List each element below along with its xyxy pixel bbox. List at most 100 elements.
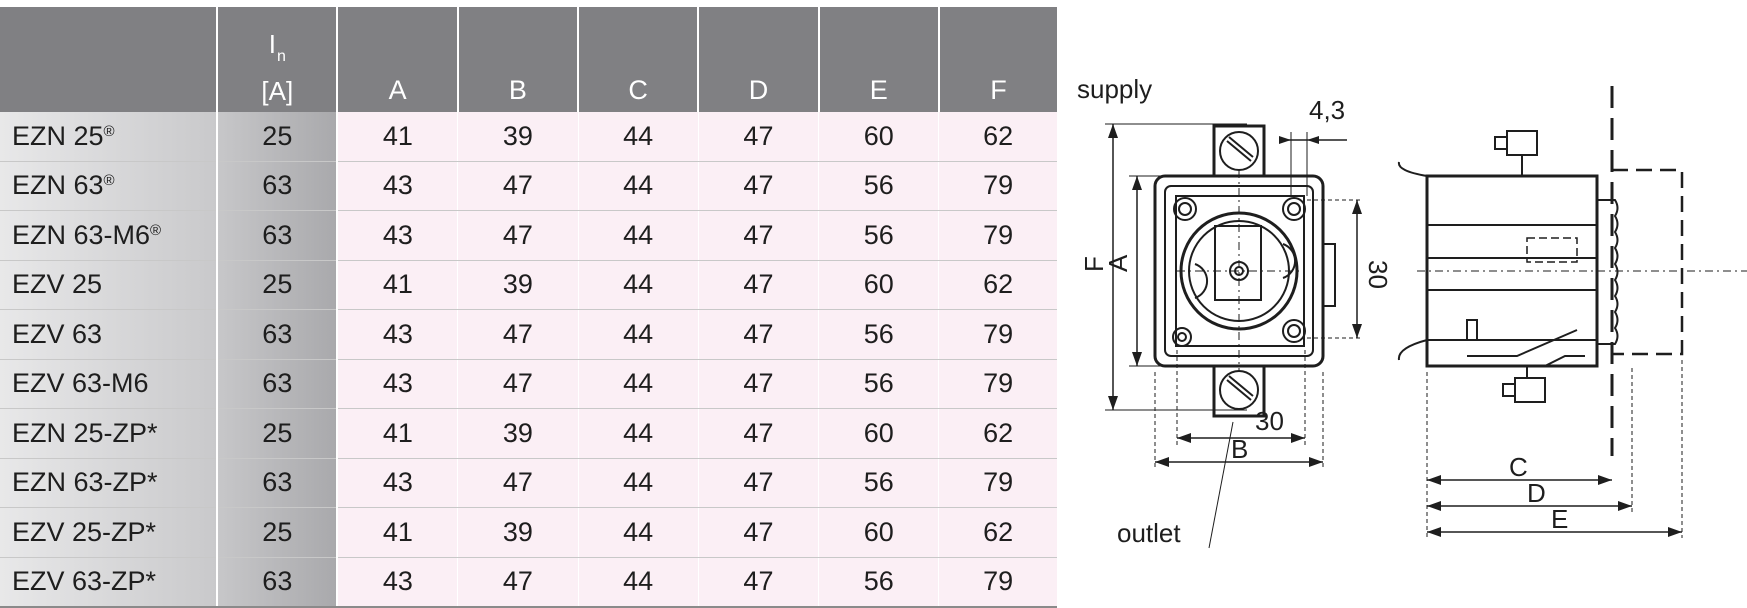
header-col-e: E (817, 7, 939, 112)
dimension-e-cell: 56 (818, 359, 939, 409)
dimension-d-cell: 47 (697, 260, 819, 310)
dimension-c-cell: 44 (577, 309, 699, 360)
dimension-e-cell: 56 (818, 458, 939, 508)
header-current-subscript: n (276, 48, 286, 65)
product-name: EZV 63 (12, 318, 103, 349)
header-blank-cell (0, 7, 218, 112)
rated-current-cell: 63 (216, 359, 339, 409)
product-name-cell: EZN 25® (0, 112, 218, 162)
product-name: EZN 63-ZP* (12, 467, 158, 498)
outlet-label: outlet (1117, 518, 1181, 548)
dimension-a-cell: 43 (337, 210, 458, 261)
rated-current-cell: 25 (216, 112, 339, 162)
dimension-f-cell: 62 (938, 408, 1057, 459)
supply-label: supply (1077, 74, 1152, 104)
product-name-cell: EZN 63® (0, 161, 218, 211)
dimension-c-cell: 44 (577, 359, 699, 409)
dimension-b-cell: 47 (457, 309, 579, 360)
dimension-a-cell: 43 (337, 458, 458, 508)
dimension-b-cell: 39 (457, 260, 579, 310)
side-view-drawing (1397, 86, 1747, 540)
header-col-f: F (937, 7, 1057, 112)
dimension-d-cell: 47 (697, 458, 819, 508)
vertical-30-label: 30 (1363, 260, 1393, 289)
dimension-a-cell: 41 (337, 507, 458, 558)
product-name: EZN 25-ZP* (12, 417, 158, 448)
dimension-c-label: C (1509, 452, 1528, 482)
dimension-d-cell: 47 (697, 112, 819, 162)
hole-dimension-label: 4,3 (1309, 95, 1345, 125)
front-view-drawing (1105, 123, 1363, 549)
dimension-f-label: F (1079, 256, 1109, 272)
dimension-e-label: E (1551, 504, 1568, 534)
dimension-d-cell: 47 (697, 210, 819, 261)
dimension-f-cell: 62 (938, 112, 1057, 162)
technical-drawing: supply 4,3 F A 30 30 B outlet C D E (1077, 74, 1747, 549)
rated-current-cell: 63 (216, 458, 339, 508)
dimension-f-cell: 79 (938, 161, 1057, 211)
dimension-e-cell: 56 (818, 309, 939, 360)
dimension-d-label: D (1527, 478, 1546, 508)
dimension-a-cell: 43 (337, 161, 458, 211)
dimension-f-cell: 62 (938, 260, 1057, 310)
dimension-b-cell: 39 (457, 112, 579, 162)
header-rated-current: In [A] (216, 7, 339, 112)
dimension-c-cell: 44 (577, 458, 699, 508)
dimension-f-cell: 79 (938, 458, 1057, 508)
dimension-e-cell: 60 (818, 260, 939, 310)
dimension-b-cell: 47 (457, 210, 579, 261)
dimension-b-cell: 47 (457, 359, 579, 409)
dimension-b-cell: 47 (457, 458, 579, 508)
product-name-cell: EZV 25 (0, 260, 218, 310)
dimension-e-cell: 60 (818, 507, 939, 558)
rated-current-cell: 63 (216, 161, 339, 211)
dimension-c-cell: 44 (577, 507, 699, 558)
registered-mark: ® (150, 221, 162, 239)
product-name-cell: EZN 25-ZP* (0, 408, 218, 459)
product-name: EZV 63-ZP* (12, 566, 157, 597)
dimension-e-cell: 60 (818, 112, 939, 162)
product-name-cell: EZN 63-M6® (0, 210, 218, 261)
product-name-cell: EZV 63 (0, 309, 218, 360)
dimension-d-cell: 47 (697, 309, 819, 360)
dimension-c-cell: 44 (577, 161, 699, 211)
dimension-c-cell: 44 (577, 210, 699, 261)
dimension-d-cell: 47 (697, 507, 819, 558)
rated-current-cell: 25 (216, 507, 339, 558)
dimension-c-cell: 44 (577, 408, 699, 459)
product-name: EZN 63-M6 (12, 219, 151, 250)
dimension-b-cell: 39 (457, 507, 579, 558)
dimension-b-label: B (1231, 434, 1248, 464)
dimension-e-cell: 56 (818, 210, 939, 261)
product-name-cell: EZN 63-ZP* (0, 458, 218, 508)
dimension-a-label: A (1103, 254, 1133, 272)
dimension-b-cell: 39 (457, 408, 579, 459)
header-col-c: C (577, 7, 699, 112)
dimension-f-cell: 62 (938, 507, 1057, 558)
product-name: EZN 63 (12, 170, 104, 201)
product-name: EZV 63-M6 (12, 368, 149, 399)
dimension-d-cell: 47 (697, 161, 819, 211)
header-current-unit: [A] (261, 76, 294, 106)
dimension-f-cell: 79 (938, 359, 1057, 409)
dimension-f-cell: 79 (938, 210, 1057, 261)
dimension-e-cell: 60 (818, 408, 939, 459)
dimension-c-cell: 44 (577, 112, 699, 162)
rated-current-cell: 63 (216, 210, 339, 261)
registered-mark: ® (103, 172, 115, 190)
rated-current-cell: 63 (216, 309, 339, 360)
horizontal-30-label: 30 (1255, 406, 1284, 436)
dimension-d-cell: 47 (697, 359, 819, 409)
